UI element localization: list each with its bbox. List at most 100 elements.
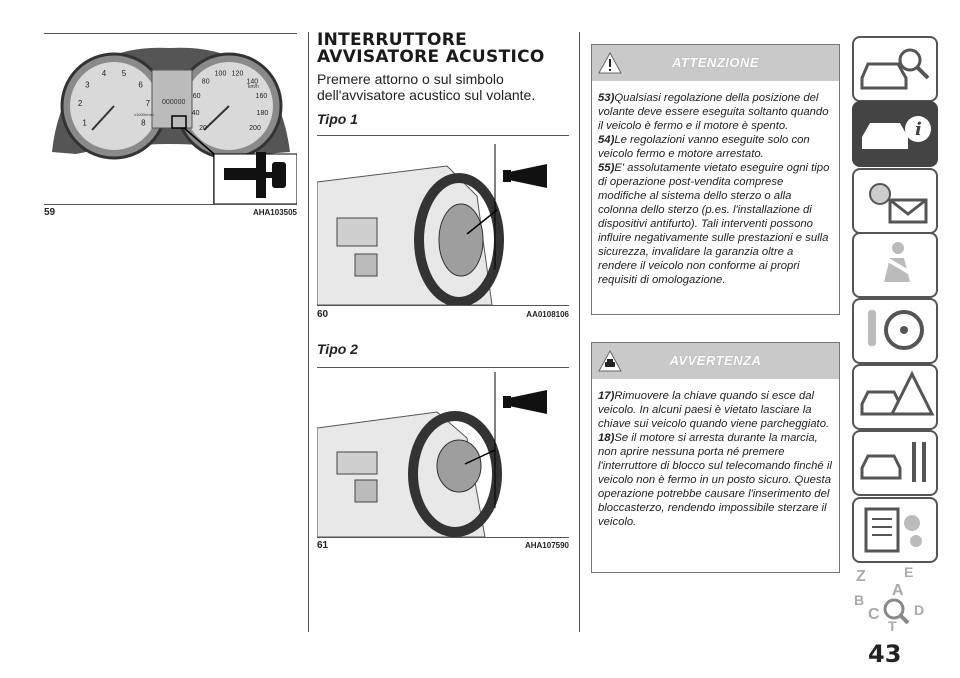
attenzione-item: 54)Le regolazioni vanno eseguite solo co… <box>598 133 833 161</box>
figure-59-caption: 59 AHA103505 <box>44 207 297 219</box>
intro-paragraph: Premere attorno o sul simbolo dell'avvis… <box>317 71 536 103</box>
attenzione-body: 53)Qualsiasi regolazione della posizione… <box>592 81 839 314</box>
figure-code: AA0108106 <box>526 310 569 319</box>
item-text: E' assolutamente vietato eseguire ogni t… <box>598 162 830 286</box>
odometer-label: 000000 <box>162 99 185 106</box>
tipo-1-heading: Tipo 1 <box>317 111 358 127</box>
tab-car-tools[interactable] <box>852 430 938 496</box>
avvertenza-box: AVVERTENZA 17)Rimuovere la chiave quando… <box>591 342 840 573</box>
steering-wheel-type2-illustration <box>316 368 569 538</box>
gauge-scale-label: 180 <box>257 110 269 117</box>
figure-number: 59 <box>44 207 56 218</box>
tab-car-info[interactable]: i <box>852 101 938 167</box>
item-number: 17) <box>598 390 615 402</box>
index-letter: D <box>914 602 924 618</box>
gauge-scale-label: 200 <box>249 125 261 132</box>
item-number: 53) <box>598 92 615 104</box>
item-number: 18) <box>598 432 615 444</box>
figure-code: AHA107590 <box>524 541 569 550</box>
car-tools-icon <box>860 442 926 482</box>
attenzione-item: 55)E' assolutamente vietato eseguire ogn… <box>598 161 833 287</box>
item-number: 54) <box>598 134 615 146</box>
avvertenza-item: 17)Rimuovere la chiave quando si esce da… <box>598 389 833 431</box>
gauge-scale-label: 5 <box>122 69 127 78</box>
section-title: INTERRUTTORE AVVISATORE ACUSTICO <box>317 32 557 66</box>
gauge-scale-label: 140 <box>246 79 258 86</box>
item-text: Le regolazioni vanno eseguite solo con v… <box>598 134 810 160</box>
car-search-icon <box>860 48 930 90</box>
gauge-scale-label: 100 <box>215 70 227 77</box>
car-warning-icon <box>598 349 622 372</box>
gauge-scale-label: 6 <box>138 81 143 90</box>
gauge-scale-label: 1 <box>82 119 87 128</box>
figure-number: 60 <box>317 309 329 320</box>
tab-light-message[interactable] <box>852 168 938 234</box>
figure-code: AHA103505 <box>252 208 297 217</box>
index-letter: A <box>892 582 904 599</box>
item-text: Qualsiasi regolazione della posizione de… <box>598 92 829 132</box>
gauge-scale-label: 2 <box>78 99 83 108</box>
steering-wheel-type1-illustration <box>316 136 569 307</box>
attenzione-box: ATTENZIONE 53)Qualsiasi regolazione dell… <box>591 44 840 315</box>
airbag-person-icon <box>876 242 914 282</box>
attenzione-item: 53)Qualsiasi regolazione della posizione… <box>598 91 833 133</box>
gauge-scale-label: 120 <box>232 70 244 77</box>
section-title-line2: AVVISATORE ACUSTICO <box>317 47 545 67</box>
figure-60-caption: 60 AA0108106 <box>317 309 569 321</box>
avvertenza-header: AVVERTENZA <box>592 343 839 379</box>
tab-list-gears[interactable] <box>852 497 938 563</box>
avvertenza-item: 18)Se il motore si arresta durante la ma… <box>598 431 833 529</box>
attenzione-header: ATTENZIONE <box>592 45 839 81</box>
column-divider-left <box>308 32 309 632</box>
svg-text:i: i <box>915 119 922 140</box>
index-letter: Z <box>856 568 866 585</box>
index-letter: C <box>868 606 880 623</box>
tach-unit-label: x1000r/min <box>134 112 154 117</box>
column-divider-right <box>579 32 580 632</box>
index-letter: T <box>888 618 897 633</box>
item-text: Rimuovere la chiave quando si esce dal v… <box>598 390 830 430</box>
item-text: Se il motore si arresta durante la marci… <box>598 432 832 528</box>
figure-60-frame <box>316 135 569 307</box>
gauge-scale-label: 20 <box>199 125 207 132</box>
gauge-scale-label: 8 <box>141 119 146 128</box>
attenzione-title: ATTENZIONE <box>671 55 760 70</box>
car-warning-tab-icon <box>860 370 935 416</box>
page-number: 43 <box>868 640 902 668</box>
speed-unit-label: km/h <box>248 84 259 90</box>
gauge-scale-label: 80 <box>202 79 210 86</box>
horn-icon <box>503 164 547 188</box>
tab-alphabet-index[interactable]: Z E A B C D T <box>852 563 938 634</box>
section-title-line1: INTERRUTTORE <box>317 30 468 50</box>
tab-car-warning[interactable] <box>852 364 938 430</box>
gauge-scale-label: 3 <box>85 81 90 90</box>
tab-car-search[interactable] <box>852 36 938 102</box>
index-letter: B <box>854 592 864 608</box>
tab-key-steering[interactable] <box>852 298 938 364</box>
figure-61-caption: 61 AHA107590 <box>317 540 569 552</box>
gauge-scale-label: 40 <box>192 110 200 117</box>
tab-airbag-person[interactable] <box>852 232 938 298</box>
gauge-scale-label: 4 <box>102 69 107 78</box>
horn-icon <box>503 390 547 414</box>
item-number: 55) <box>598 162 615 174</box>
car-info-icon: i <box>862 116 931 149</box>
alphabet-index-icon: Z E A B C D T <box>854 564 924 634</box>
gauge-scale-label: 7 <box>146 99 151 108</box>
key-steering-icon <box>868 310 924 350</box>
light-message-icon <box>869 183 928 224</box>
list-gears-icon <box>864 507 922 553</box>
gauge-scale-label: 60 <box>193 93 201 100</box>
gauge-scale-label: 160 <box>256 93 268 100</box>
horn-key-icon <box>224 152 286 198</box>
avvertenza-title: AVVERTENZA <box>669 353 762 368</box>
avvertenza-body: 17)Rimuovere la chiave quando si esce da… <box>592 379 839 572</box>
figure-61-frame <box>316 367 569 538</box>
warning-triangle-icon <box>598 51 622 74</box>
tipo-2-heading: Tipo 2 <box>317 341 358 357</box>
index-letter: E <box>904 564 913 580</box>
figure-number: 61 <box>317 540 329 551</box>
